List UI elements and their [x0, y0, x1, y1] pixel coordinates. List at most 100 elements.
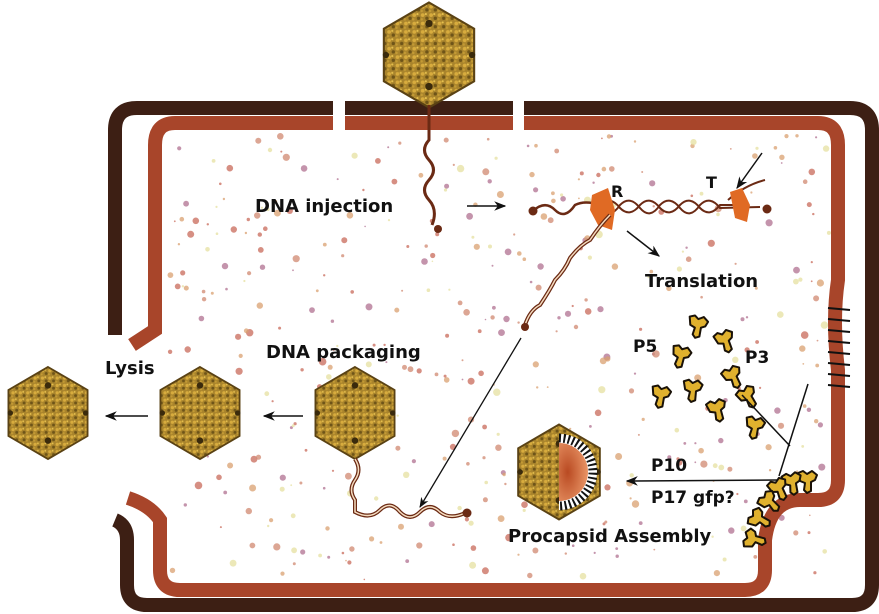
speckle	[273, 199, 278, 204]
speckle	[406, 245, 410, 248]
speckle	[443, 137, 449, 143]
speckle	[685, 256, 692, 263]
speckle	[736, 492, 739, 496]
speckle	[257, 247, 264, 253]
speckle	[463, 309, 470, 316]
speckle	[513, 233, 516, 236]
speckle	[815, 136, 818, 139]
speckle	[564, 310, 572, 317]
speckle	[184, 346, 191, 353]
speckle	[579, 171, 584, 176]
speckle	[729, 148, 732, 150]
speckle	[551, 191, 555, 196]
speckle	[745, 316, 749, 319]
speckle	[750, 191, 753, 194]
speckle	[167, 272, 174, 278]
speckle	[179, 216, 185, 222]
speckle	[238, 353, 243, 358]
protein-subunit	[685, 313, 710, 341]
speckle	[694, 374, 702, 382]
speckle	[690, 194, 694, 198]
speckle	[799, 345, 806, 352]
speckle	[219, 182, 222, 186]
speckle	[822, 145, 830, 152]
speckle	[571, 544, 575, 547]
membrane-channel	[827, 384, 851, 388]
speckle	[351, 152, 358, 159]
speckle	[466, 212, 473, 220]
speckle	[464, 517, 469, 522]
speckle	[631, 500, 640, 508]
speckle	[492, 305, 496, 310]
speckle	[245, 507, 252, 515]
speckle	[254, 212, 261, 219]
speckle	[628, 388, 635, 394]
ribosome-r	[590, 188, 615, 230]
speckle	[430, 252, 436, 259]
speckle	[180, 270, 186, 276]
speckle	[629, 497, 632, 500]
speckle	[517, 321, 520, 324]
speckle	[194, 481, 203, 490]
speckle	[374, 496, 379, 501]
speckle	[502, 472, 506, 477]
speckle	[683, 442, 687, 445]
speckle	[243, 328, 249, 334]
speckle	[555, 330, 558, 333]
packaging-phage	[313, 366, 472, 519]
speckle	[201, 289, 206, 294]
speckle	[292, 562, 296, 566]
speckle	[282, 153, 290, 161]
speckle	[597, 306, 604, 313]
speckle	[503, 315, 510, 323]
speckle	[349, 546, 355, 552]
speckle	[385, 361, 388, 364]
speckle	[401, 289, 404, 292]
speckle	[676, 459, 683, 466]
speckle	[822, 549, 827, 554]
speckle	[649, 269, 654, 274]
speckle	[416, 368, 422, 374]
speckle	[699, 191, 704, 196]
speckle	[259, 264, 266, 270]
speckle	[416, 542, 423, 549]
speckle	[641, 417, 645, 421]
speckle	[457, 300, 463, 306]
speckle	[216, 474, 222, 481]
speckle	[369, 536, 375, 542]
speckle	[452, 163, 455, 166]
speckle	[547, 217, 554, 224]
speckle	[365, 361, 372, 368]
speckle	[649, 180, 656, 187]
protein-subunit	[742, 414, 767, 442]
speckle	[498, 329, 505, 336]
speckle	[177, 146, 182, 151]
speckle	[471, 235, 475, 239]
speckle	[768, 469, 772, 472]
speckle	[487, 179, 492, 184]
speckle	[589, 425, 592, 428]
speckle	[201, 297, 207, 302]
speckle	[249, 542, 256, 549]
speckle	[346, 212, 354, 219]
speckle	[765, 219, 773, 227]
speckle	[289, 426, 293, 430]
speckle	[183, 285, 189, 291]
speckle	[379, 541, 383, 544]
speckle	[443, 377, 450, 383]
speckle	[793, 278, 799, 285]
speckle	[331, 469, 335, 472]
speckle	[264, 391, 270, 397]
speckle	[571, 304, 574, 308]
speckle	[394, 307, 400, 313]
speckle	[350, 290, 355, 294]
speckle	[330, 319, 335, 323]
speckle	[247, 271, 252, 276]
speckle	[336, 344, 339, 348]
speckle	[473, 243, 480, 250]
speckle	[362, 188, 365, 192]
speckle	[187, 230, 195, 238]
label-p10: P10	[651, 456, 687, 476]
cytoplasm-speckles	[167, 133, 831, 581]
label-r: R	[611, 182, 623, 201]
